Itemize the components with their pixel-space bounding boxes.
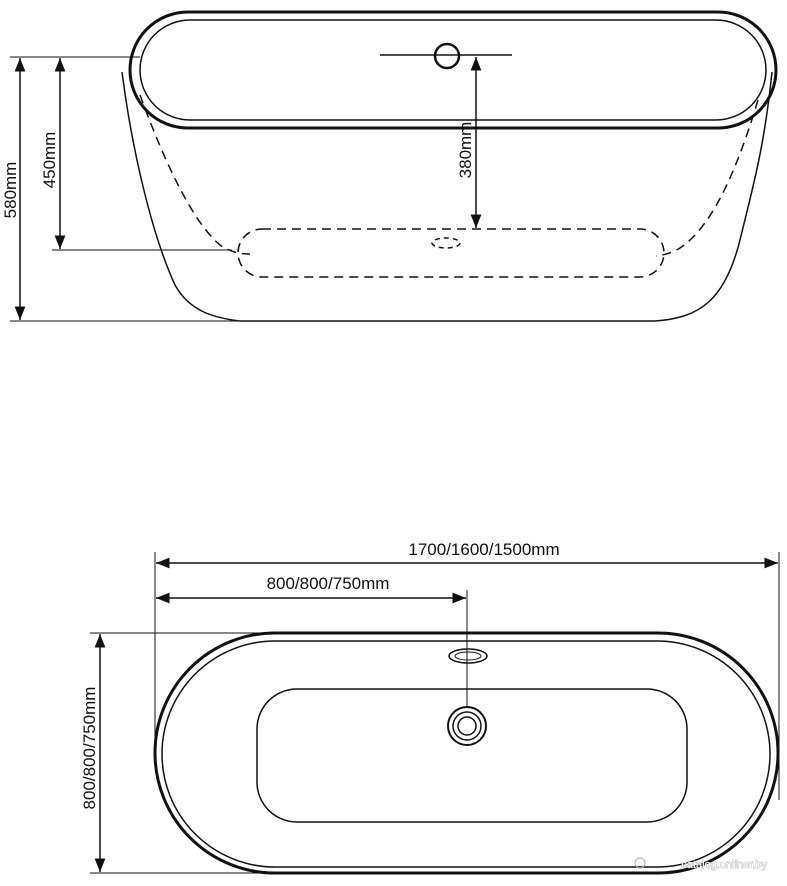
- side-basin-floor-dashed: [237, 228, 665, 278]
- top-basin-floor: [256, 688, 688, 823]
- side-overflow-fitting: [433, 42, 461, 70]
- dim-380-label: 380mm: [456, 122, 475, 179]
- side-body-outline: [121, 71, 773, 322]
- side-drain-dashed: [431, 237, 461, 249]
- watermark: catalog.onliner.by: [634, 857, 768, 871]
- side-view: 580mm 450mm 380mm: [1, 10, 778, 322]
- top-view: 1700/1600/1500mm 800/800/750mm 800/800/7…: [80, 540, 780, 875]
- top-rim-inner: [161, 640, 771, 868]
- top-drain-outer: [447, 706, 487, 746]
- watermark-text: catalog.onliner.by: [681, 859, 767, 871]
- side-rim-outer: [128, 10, 778, 130]
- top-overflow-inner: [454, 651, 482, 661]
- top-drain-mid: [452, 711, 482, 741]
- side-cavity-dashed-right: [655, 99, 759, 257]
- side-rim-inner: [139, 19, 767, 121]
- top-drain-inner: [457, 716, 477, 736]
- side-cavity-dashed: [139, 94, 251, 255]
- dim-width-label: 800/800/750mm: [80, 687, 99, 810]
- watermark-logo-icon: [634, 857, 646, 869]
- dim-580-label: 580mm: [1, 162, 20, 219]
- dim-drain-offset-label: 800/800/750mm: [267, 574, 390, 593]
- dim-450-label: 450mm: [40, 132, 59, 189]
- top-overflow-outer: [448, 648, 488, 664]
- dim-length-label: 1700/1600/1500mm: [408, 540, 559, 559]
